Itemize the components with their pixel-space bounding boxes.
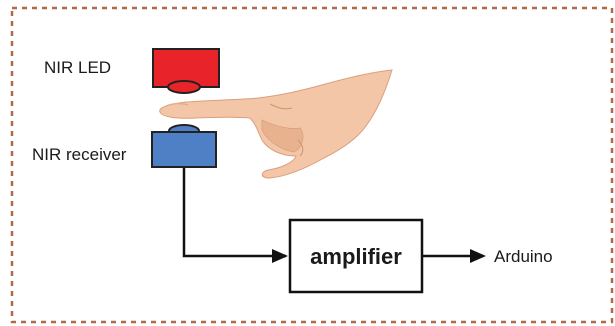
amplifier-to-arduino-arrowhead: [470, 249, 486, 263]
amplifier-box: [288, 218, 424, 294]
nir-receiver-label: NIR receiver: [32, 145, 127, 164]
finger-icon: [159, 69, 393, 179]
receiver-to-amplifier-arrowhead: [272, 249, 288, 263]
receiver-to-amplifier-line: [182, 168, 286, 258]
nir-receiver-icon: [151, 124, 217, 168]
amplifier-label: amplifier: [310, 244, 402, 269]
dashed-frame: [10, 6, 614, 324]
nir-led-icon: [152, 48, 220, 94]
arduino-label: Arduino: [494, 247, 553, 266]
nir-led-label: NIR LED: [44, 58, 111, 77]
